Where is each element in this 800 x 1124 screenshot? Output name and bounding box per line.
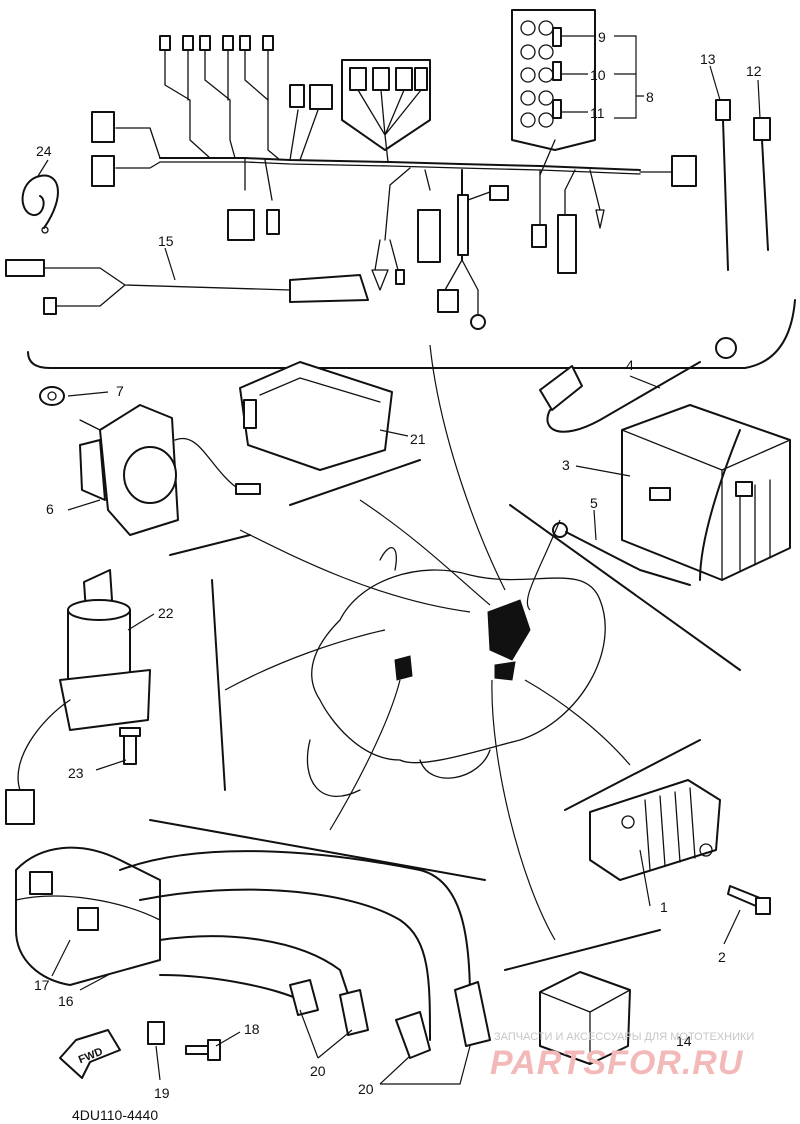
callout-14: 14 [676,1033,692,1049]
wire-harness-group [5,9,796,369]
relay-part-14 [539,971,631,1065]
main-switch-part-22 [5,569,151,825]
callout-22: 22 [158,605,174,621]
battery-lead-part-5 [552,522,691,586]
callout-3: 3 [562,457,570,473]
rectifier-regulator-part-1 [589,779,721,881]
callout-11: 11 [590,105,605,121]
nut-part-7 [39,386,65,406]
battery-lead-part-4 [539,337,737,433]
callout-6: 6 [46,501,54,517]
callout-5: 5 [590,495,598,511]
callout-18: 18 [244,1021,260,1037]
horn-part-6 [79,404,261,536]
callout-24: 24 [36,143,52,159]
watermark-logo: PARTSFOR.RU [490,1044,744,1082]
callout-21: 21 [410,431,426,447]
callout-23: 23 [68,765,84,781]
bolt-part-2 [727,885,771,915]
callout-9: 9 [598,29,606,45]
forward-direction-arrow [59,1029,121,1079]
callout-8: 8 [646,89,654,105]
callout-leaders [37,35,761,1085]
callout-20-coil-caps: 20 [310,1063,326,1079]
callout-17: 17 [34,977,50,993]
callout-4: 4 [626,357,634,373]
battery-part-3 [621,404,791,581]
watermark-tagline: ЗАПЧАСТИ И АКСЕССУАРЫ ДЛЯ МОТОТЕХНИКИ [494,1031,754,1043]
ignition-coil-group [15,846,491,1059]
callout-20-plug-caps: 20 [358,1081,374,1097]
callout-19: 19 [154,1085,170,1101]
collar-part-19 [147,1021,165,1045]
callout-16: 16 [58,993,74,1009]
bolt-part-23 [119,727,141,765]
callout-13: 13 [700,51,716,67]
callout-7: 7 [116,383,124,399]
callout-2: 2 [718,949,726,965]
motorcycle-center-view [149,344,741,971]
callout-10: 10 [590,67,606,83]
bolt-part-18 [185,1039,221,1061]
drawing-code: 4DU110-4440 [72,1107,158,1123]
callout-12: 12 [746,63,762,79]
callout-1: 1 [660,899,668,915]
callout-15: 15 [158,233,174,249]
control-unit-part-21 [239,361,393,471]
